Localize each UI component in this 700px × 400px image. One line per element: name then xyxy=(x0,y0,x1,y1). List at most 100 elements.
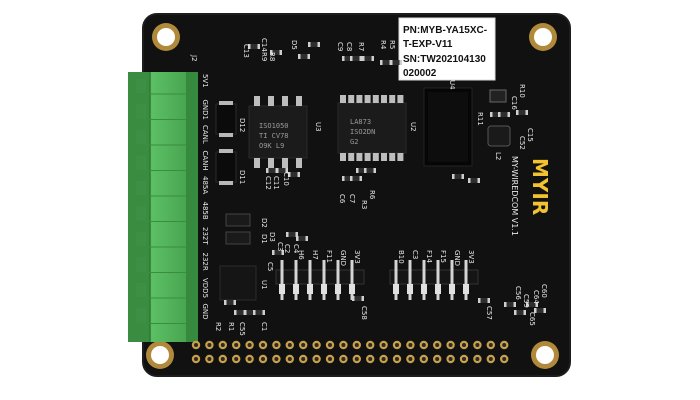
gpio-pin xyxy=(191,340,201,350)
chip-pin xyxy=(397,153,404,161)
gpio-pin xyxy=(352,340,361,350)
header-pin-label: F14 xyxy=(425,250,433,263)
smd-passive xyxy=(362,56,374,61)
designator-c4: C4 xyxy=(292,244,300,254)
smd-passive xyxy=(514,310,526,315)
designator-r5: R5 xyxy=(388,40,396,49)
chip-u2: LA873 ISO2DN G2 xyxy=(337,95,407,161)
gpio-pin xyxy=(473,354,482,364)
chip-pin xyxy=(268,158,274,168)
terminal-screw xyxy=(128,206,186,222)
designator-c14: C14 xyxy=(260,38,268,52)
chip-pin xyxy=(372,95,379,103)
terminal-label: CANH xyxy=(201,151,209,171)
terminal-label: 232R xyxy=(201,253,209,271)
chip-pin xyxy=(356,153,363,161)
chip-u2-mark-3: G2 xyxy=(350,138,358,146)
gpio-pin xyxy=(339,340,348,350)
designator-r6: R6 xyxy=(368,190,376,200)
chip-u2-mark-1: LA873 xyxy=(350,118,371,126)
pin-header-right xyxy=(389,260,479,300)
smd-passive xyxy=(308,42,320,47)
header-pin-label: GND xyxy=(339,250,347,266)
gpio-pin xyxy=(272,354,281,364)
designator-c5: C5 xyxy=(266,262,274,271)
smd-passive xyxy=(452,174,464,179)
terminal-screw xyxy=(128,155,186,171)
designator-c15: C15 xyxy=(526,128,534,142)
chip-pin xyxy=(282,96,288,106)
header-pin-label: 3V3 xyxy=(353,250,361,264)
terminal-label: CANL xyxy=(201,125,209,144)
designator-d5: D5 xyxy=(290,40,298,50)
gpio-pin xyxy=(245,354,254,364)
chip-pin xyxy=(348,95,355,103)
designator-c65: C65 xyxy=(528,312,536,326)
gpio-pin xyxy=(339,354,348,364)
gpio-pin xyxy=(366,340,375,350)
mounting-hole-bottom-left xyxy=(146,341,174,369)
designator-c7: C7 xyxy=(348,194,356,203)
designator-c13: C13 xyxy=(242,44,250,58)
gpio-pin xyxy=(446,354,455,364)
designator-u2: U2 xyxy=(409,122,417,132)
gpio-pin xyxy=(205,340,214,350)
designator-r11: R11 xyxy=(476,112,484,126)
designator-c59: C59 xyxy=(522,294,530,308)
chip-pin xyxy=(397,95,404,103)
gpio-pin xyxy=(459,340,469,350)
designator-d1: D1 xyxy=(260,234,268,244)
header-pin-label: F15 xyxy=(439,250,447,263)
designator-r8: R8 xyxy=(268,52,276,61)
terminal-screw xyxy=(128,130,186,146)
terminal-label: 232T xyxy=(201,227,209,245)
smd-passive xyxy=(478,298,490,303)
smd-passive xyxy=(364,168,376,173)
chip-pin xyxy=(381,95,387,103)
gpio-pin xyxy=(258,354,268,364)
smd-passive xyxy=(350,176,362,181)
smd-passive xyxy=(286,232,298,237)
sticker-line-1: PN:MYB-YA15XC- xyxy=(403,25,487,36)
gpio-pin xyxy=(205,354,214,364)
terminal-screw xyxy=(128,181,186,197)
serial-sticker: PN:MYB-YA15XC- T-EXP-V11 SN:TW202104130 … xyxy=(398,17,496,81)
header-pin xyxy=(421,260,427,300)
header-pin xyxy=(407,260,413,300)
gpio-pin xyxy=(486,354,495,364)
designator-r4: R4 xyxy=(379,40,387,50)
header-pin xyxy=(335,260,341,300)
gpio-pin xyxy=(366,354,375,364)
diode-d12 xyxy=(215,101,237,137)
gpio-pin xyxy=(433,354,442,364)
gpio-pin xyxy=(500,340,509,350)
terminal-label: 485B xyxy=(201,202,209,220)
designator-c3: C3 xyxy=(276,242,284,251)
designator-r9: R9 xyxy=(260,52,268,61)
smd-passive xyxy=(276,168,288,173)
designator-d12: D12 xyxy=(238,118,246,132)
header-pin-label: 3V3 xyxy=(467,250,475,264)
gpio-pin xyxy=(406,340,415,350)
designator-c16: C16 xyxy=(510,96,518,110)
gpio-pin xyxy=(232,354,241,364)
gpio-pin xyxy=(312,340,321,350)
chip-pin xyxy=(389,95,396,103)
chip-pin xyxy=(340,153,346,161)
designator-c55: C55 xyxy=(238,322,246,336)
designator-u3: U3 xyxy=(314,122,322,132)
header-pin xyxy=(449,260,455,300)
designator-d3: D3 xyxy=(268,232,276,242)
gpio-pin xyxy=(419,354,428,364)
header-pin xyxy=(279,260,285,300)
designator-c56: C56 xyxy=(514,286,522,300)
mounting-hole-top-left xyxy=(152,23,180,51)
smd-passive xyxy=(468,178,480,183)
gpio-pin xyxy=(459,354,469,364)
designator-c57: C57 xyxy=(485,306,493,320)
header-pin xyxy=(393,260,399,300)
